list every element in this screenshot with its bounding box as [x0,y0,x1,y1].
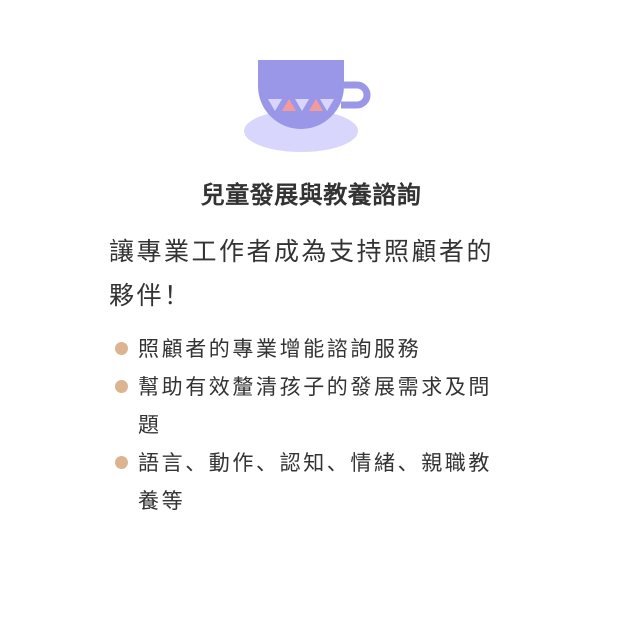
section-title: 兒童發展與教養諮詢 [200,181,422,209]
list-item: 幫助有效釐清孩子的發展需求及問題 [112,368,507,444]
list-item: 照顧者的專業增能諮詢服務 [112,330,507,368]
list-item-text: 幫助有效釐清孩子的發展需求及問題 [138,375,492,437]
list-item-text: 語言、動作、認知、情緒、親職教養等 [138,451,492,513]
section-subtitle: 讓專業工作者成為支持照顧者的夥伴！ [109,237,495,310]
bullet-icon [115,342,128,355]
service-list: 照顧者的專業增能諮詢服務 幫助有效釐清孩子的發展需求及問題 語言、動作、認知、情… [112,330,507,520]
bullet-icon [115,380,128,393]
list-item-text: 照顧者的專業增能諮詢服務 [138,337,422,361]
bullet-icon [115,456,128,469]
list-item: 語言、動作、認知、情緒、親職教養等 [112,444,507,520]
teacup-icon [244,60,371,152]
